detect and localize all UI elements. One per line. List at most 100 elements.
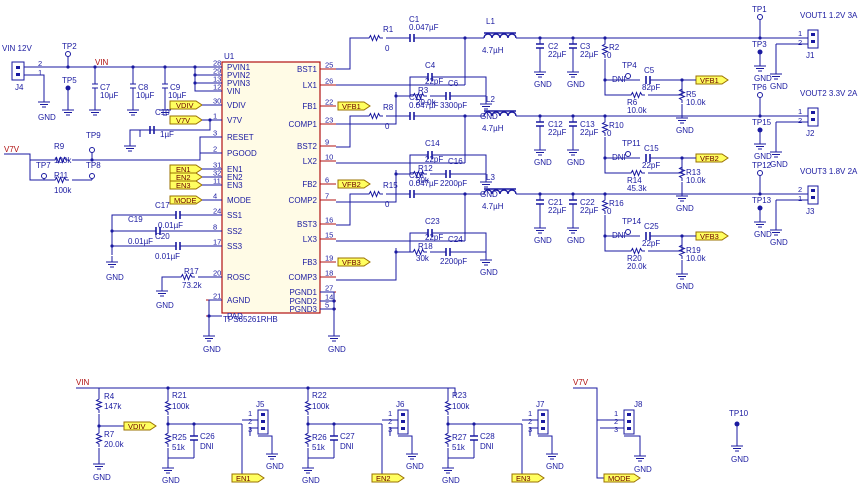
enable-flag [371,473,405,483]
en-top-resistor-ref: R21 [172,391,187,400]
dni-label: DNI [612,75,626,84]
wire [780,115,808,123]
ic-pin-number: 16 [325,216,333,225]
wire [409,154,487,174]
comp-cap-small-ref: C23 [425,217,440,226]
ic-pin-name: PAD [227,312,243,321]
capacitor-symbol [427,73,433,81]
vfb-flag-ic-text: VFB1 [342,102,361,111]
ic-pin-number: 17 [213,238,221,247]
ic-pin-number: 1 [213,112,217,121]
j4-pin2: 2 [38,59,42,68]
connector-pin [401,427,405,430]
boot-cap-ref: C1 [409,15,420,24]
enable-flag [231,473,265,483]
gnd-label: GND [754,152,772,161]
tp9-label: TP9 [86,131,101,140]
output-cap2-val: 22µF [580,128,599,137]
fb-resistor-ref: R14 [627,176,642,185]
ic-pin-name: COMP2 [289,196,318,205]
ground-symbol [405,447,419,460]
en-top-resistor-val: 100k [452,402,470,411]
test-point-label: TP1 [752,5,767,14]
ic-pin-name: V7V [227,116,243,125]
connector-pin [811,189,815,192]
fb-resistor-val: 20.0k [627,262,648,271]
boot-resistor-val: 0 [385,44,390,53]
ic-pin-number: 21 [213,292,221,301]
ic-pin-number: 3 [213,129,217,138]
ic-part: TPS65261RHB [223,315,278,324]
en2-flag-text: EN2 [176,173,191,182]
en-bottom-resistor-ref: R27 [452,433,467,442]
ic-pin-number: 30 [213,97,221,106]
en-cap-ref: C27 [340,432,355,441]
comp-cap-ref: C6 [448,79,459,88]
en-bottom-resistor-val: 51k [312,443,326,452]
r7-ref: R7 [104,430,115,439]
resistor-symbol [305,429,311,448]
gnd-label: GND [162,476,180,485]
j8-pin1: 1 [614,409,618,418]
ground-symbol [769,67,783,80]
ic-pin-number: 23 [325,116,333,125]
junction-dot [603,192,607,196]
ic-pin-number: 13 [213,75,221,84]
gnd-label: GND [567,80,585,89]
fb-resistor-val: 10.0k [627,106,648,115]
ground-symbol [753,137,767,150]
connector-j4 [11,61,25,81]
connector-pin [811,118,815,121]
boot-cap-ref: C18 [409,171,424,180]
comp-resistor-ref: R3 [418,86,429,95]
ic-pin-number: 22 [325,98,333,107]
vfb-flag-ic-text: VFB2 [342,180,361,189]
en-cap-dni: DNI [340,442,354,451]
v7v-flag-text: V7V [176,116,190,125]
ic-pin-name: EN1 [227,165,243,174]
comp-cap-small-val: 22pF [425,77,443,86]
inductor-ref: L3 [486,173,495,182]
tp7-label: TP7 [36,161,51,170]
fb-bottom-resistor-val: 10.0k [686,98,707,107]
junction-dot [571,114,575,118]
ic-pin-name: SS3 [227,242,243,251]
ss-caps: C17 0.01µF C19 0.01µF C20 0.01µF GND [105,201,222,282]
junction-dot [603,36,607,40]
junction-dot [603,234,607,238]
junction-dot [758,114,762,118]
test-point [757,170,763,176]
output-cap1-ref: C2 [548,42,559,51]
connector-pin-number: 2 [248,417,252,426]
ic-pin-number: 19 [325,254,333,263]
junction-dot [192,422,196,426]
gnd-label: GND [480,190,498,199]
wire [389,427,413,448]
ic-pin-number: 26 [325,77,333,86]
c7-val: 10µF [100,91,119,100]
resistor-symbol [165,429,171,448]
junction-dot [463,36,467,40]
comp-resistor-ref: R12 [418,164,433,173]
ground-symbol [753,215,767,228]
fb-bottom-resistor-val: 10.0k [686,176,707,185]
fb-test-point-label: TP14 [622,217,642,226]
c9-ref: C9 [170,83,181,92]
ic-pin-number: 4 [213,192,217,201]
ic-pin-number: 28 [213,59,221,68]
output-cap2-ref: C22 [580,198,595,207]
c20-val: 0.01µF [155,252,180,261]
j8-pin3: 3 [614,425,618,434]
en-top-resistor-val: 100k [312,402,330,411]
v7v-section: V7V C10 1µF [123,108,222,152]
ic-pin-name: RESET [227,133,254,142]
en-cap-dni: DNI [480,442,494,451]
ic-pin-name: BST1 [297,65,318,74]
mode-flag-text: MODE [174,196,197,205]
capacitor-symbol [409,112,415,120]
comp-resistor-val: 30k [416,176,430,185]
ff-cap-ref: C25 [644,222,659,231]
ic-pin-name: VDIV [227,101,246,110]
ic-pin-name: SS1 [227,211,243,220]
